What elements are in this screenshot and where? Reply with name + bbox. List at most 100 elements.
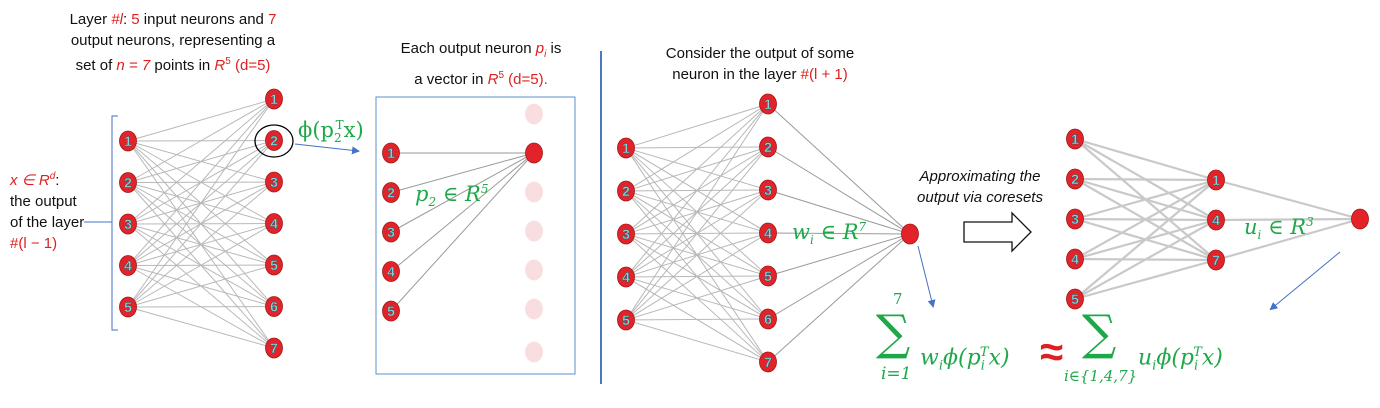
p3-out-edge-6	[767, 233, 911, 320]
p3-final-neuron	[901, 223, 919, 245]
p3-input-neuron-1-circle	[617, 137, 635, 159]
p3-edge-2-1	[625, 103, 769, 192]
p4-input-neuron-3: 3	[1066, 208, 1084, 230]
p1-input-neuron-3-circle	[119, 213, 137, 235]
p4-edge-1-1	[1074, 137, 1217, 182]
p3-input-neuron-2: 2	[617, 180, 635, 202]
panel1-input-description: x ∈ Rd: the output of the layer #(l − 1)	[10, 166, 84, 254]
p1-edge-5-2	[127, 140, 275, 308]
input-line3: of the layer	[10, 214, 85, 231]
p3-output-neuron-2-circle	[759, 136, 777, 158]
p3-output-neuron-7: 7	[759, 351, 777, 373]
p2-output-neuron-2	[525, 142, 543, 164]
p2-input-neuron-3-circle	[382, 221, 400, 243]
p2-faded-neuron-4	[525, 259, 543, 281]
p4-output-neuron-4-label: 4	[1212, 212, 1220, 228]
p3-output-neuron-5: 5	[759, 265, 777, 287]
wi-sup: 7	[858, 220, 867, 234]
p3-out-edge-7	[767, 233, 911, 363]
p3-input-neuron-5-circle	[617, 309, 635, 331]
input-prev-layer: #(l − 1)	[10, 235, 58, 252]
p1-input-neuron-5-label: 5	[124, 299, 132, 315]
sum1-phi: ϕ(p	[943, 345, 981, 371]
approx-symbol: ≈	[1040, 330, 1063, 374]
p2-input-neuron-1-circle	[382, 142, 400, 164]
p2-output-neuron-2-circle	[525, 142, 543, 164]
panel2-d-value: (d=5).	[504, 71, 548, 88]
p1-edge-5-6	[127, 306, 275, 308]
p2-input-neuron-4: 4	[382, 261, 400, 282]
p2-p: p	[415, 182, 429, 206]
p4-final-neuron	[1351, 208, 1369, 230]
sum1-w-sub: i	[938, 358, 944, 374]
p4-output-neuron-1-circle	[1207, 169, 1225, 191]
panel1-input-count: 5	[131, 11, 140, 28]
p3-edge-5-2	[625, 146, 769, 321]
p4-final-neuron-circle	[1351, 208, 1369, 230]
p3-out-edge-5	[767, 233, 911, 277]
p2-edge-4	[390, 152, 535, 272]
p3-out-edge-3	[767, 189, 911, 235]
p1-input-neuron-5-circle	[119, 296, 137, 318]
p4-out-edge-1	[1215, 178, 1361, 221]
p4-edge-3-1	[1074, 178, 1217, 221]
wi-w: w	[792, 220, 810, 244]
input-x-label: x ∈ R	[10, 172, 50, 189]
p1-input-neuron-4-label: 4	[124, 258, 132, 274]
p2-edge-2	[390, 152, 535, 193]
p3-input-neuron-3-circle	[617, 223, 635, 245]
p1-input-neuron-4: 4	[119, 255, 137, 276]
p1-output-neuron-4-label: 4	[270, 216, 278, 232]
p4-output-neuron-4: 4	[1207, 209, 1225, 231]
p1-output-neuron-1-label: 1	[270, 91, 278, 107]
phi-sup: T	[335, 118, 344, 132]
p3-output-neuron-6: 6	[759, 308, 777, 330]
p1-input-neuron-4-circle	[119, 255, 137, 276]
p2-input-neuron-1-label: 1	[387, 145, 395, 161]
p3-input-neuron-4: 4	[617, 266, 635, 288]
p3-edge-5-3	[625, 189, 769, 321]
p4-input-neuron-2-circle	[1066, 168, 1084, 190]
p4-input-neuron-5-label: 5	[1071, 291, 1079, 307]
p1-output-neuron-2-circle	[265, 130, 283, 151]
p3-output-neuron-1-label: 1	[764, 96, 772, 112]
p3-input-neuron-1-label: 1	[622, 140, 630, 156]
panel2-p: p	[535, 40, 545, 57]
sum2-end: x)	[1201, 345, 1223, 371]
panel1-d-value: (d=5)	[230, 57, 271, 74]
p1-input-neuron-5: 5	[119, 296, 137, 318]
p3-output-neuron-5-label: 5	[764, 268, 772, 284]
p2-input-neuron-1: 1	[382, 142, 400, 164]
p4-input-neuron-3-circle	[1066, 208, 1084, 230]
p3-edge-5-4	[625, 232, 769, 321]
p2-faded-neuron-2	[525, 181, 543, 203]
p3-output-neuron-2: 2	[759, 136, 777, 158]
panel1-title-text-a: Layer	[69, 11, 112, 28]
p3-output-neuron-3-circle	[759, 179, 777, 201]
p4-out-edge-7	[1215, 217, 1361, 262]
edges-layer	[127, 98, 1361, 363]
panel2-p-sub: i	[544, 49, 547, 60]
p4-output-neuron-7-label: 7	[1212, 252, 1220, 268]
p1-output-neuron-6: 6	[265, 296, 283, 317]
p3-edge-5-7	[625, 319, 769, 363]
p2-input-neuron-2-circle	[382, 182, 400, 203]
p1-output-neuron-7-circle	[265, 337, 283, 359]
coreset-hollow-arrow	[963, 211, 1032, 253]
p4-edge-2-1	[1074, 177, 1217, 182]
p1-input-neuron-1: 1	[119, 130, 137, 152]
p2-faded-neuron-1	[525, 103, 543, 125]
p3-input-neuron-3-label: 3	[622, 226, 630, 242]
p3-input-neuron-5: 5	[617, 309, 635, 331]
wi-sub: i	[809, 233, 814, 248]
p2-sup: 5	[480, 182, 489, 196]
sum1-end: x)	[988, 345, 1010, 371]
p3-final-neuron-circle	[901, 223, 919, 245]
p2-input-neuron-2-label: 2	[387, 185, 395, 201]
p1-edge-5-4	[127, 223, 275, 308]
p2-rest: ∈ R	[436, 182, 481, 206]
panel1-title-line3a: set of	[75, 57, 117, 74]
p3-output-neuron-3: 3	[759, 179, 777, 201]
p2-edge-5	[390, 152, 535, 312]
p1-edge-1-1	[127, 98, 275, 142]
